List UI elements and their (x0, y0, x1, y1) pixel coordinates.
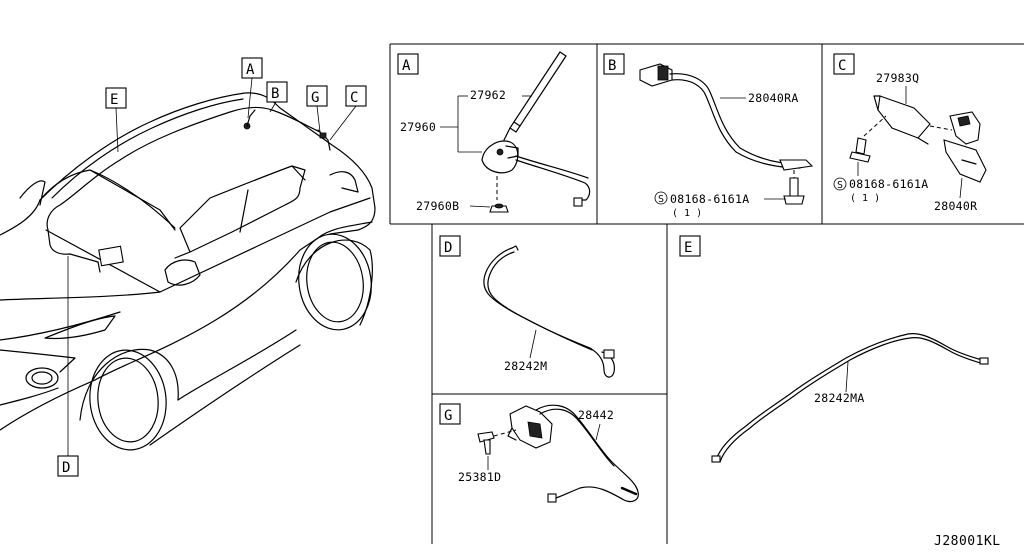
s-mark-B: S (658, 194, 664, 205)
callout-D: D (57, 256, 79, 477)
part-28242MA: 28242MA (814, 391, 865, 405)
panel-E-letter: E (684, 240, 692, 256)
panel-B-letter: B (608, 58, 616, 74)
panel-D-letter: D (444, 240, 452, 256)
panel-frames (389, 43, 1024, 544)
part-08168-6161A-B: 08168-6161A (670, 192, 749, 206)
panel-B: B 28040RA S 08168-6161A ( 1 ) (603, 53, 814, 219)
callout-letter-E: E (110, 92, 118, 108)
panel-G: G 28442 25381D (439, 403, 639, 503)
callout-letter-D: D (62, 460, 70, 476)
qty-B: ( 1 ) (672, 208, 702, 219)
part-28442: 28442 (578, 408, 614, 422)
vehicle-outline (0, 92, 376, 451)
panel-C: C 27983Q S 08168-6161A ( 1 ) 28040R (833, 53, 987, 213)
panel-A: A 27962 27960 27960B (397, 51, 591, 213)
part-28242M: 28242M (504, 359, 547, 373)
diagram-code: J28001KL (934, 534, 1001, 549)
callout-B: B (266, 81, 288, 113)
callout-letter-A: A (246, 62, 255, 78)
panel-A-letter: A (402, 58, 411, 74)
panel-G-letter: G (444, 408, 452, 424)
callout-letter-G: G (311, 90, 319, 106)
part-28040RA: 28040RA (748, 91, 799, 105)
callout-letter-B: B (271, 86, 279, 102)
part-08168-6161A-C: 08168-6161A (849, 177, 928, 191)
callout-G: G (306, 85, 328, 133)
callout-letter-C: C (350, 90, 358, 106)
part-27960B: 27960B (416, 199, 459, 213)
callout-A: A (241, 57, 263, 119)
panel-C-letter: C (838, 58, 846, 74)
part-27962: 27962 (470, 88, 506, 102)
callout-E: E (105, 87, 127, 153)
panel-E: E 28242MA (679, 235, 989, 463)
s-mark-C: S (837, 180, 843, 191)
part-27983Q: 27983Q (876, 71, 919, 85)
part-28040R: 28040R (934, 199, 977, 213)
callout-C: C (329, 85, 367, 141)
car-cable-routing (46, 106, 331, 273)
part-27960: 27960 (400, 120, 436, 134)
qty-C: ( 1 ) (850, 193, 880, 204)
panel-D: D 28242M (439, 235, 615, 378)
part-25381D: 25381D (458, 470, 501, 484)
